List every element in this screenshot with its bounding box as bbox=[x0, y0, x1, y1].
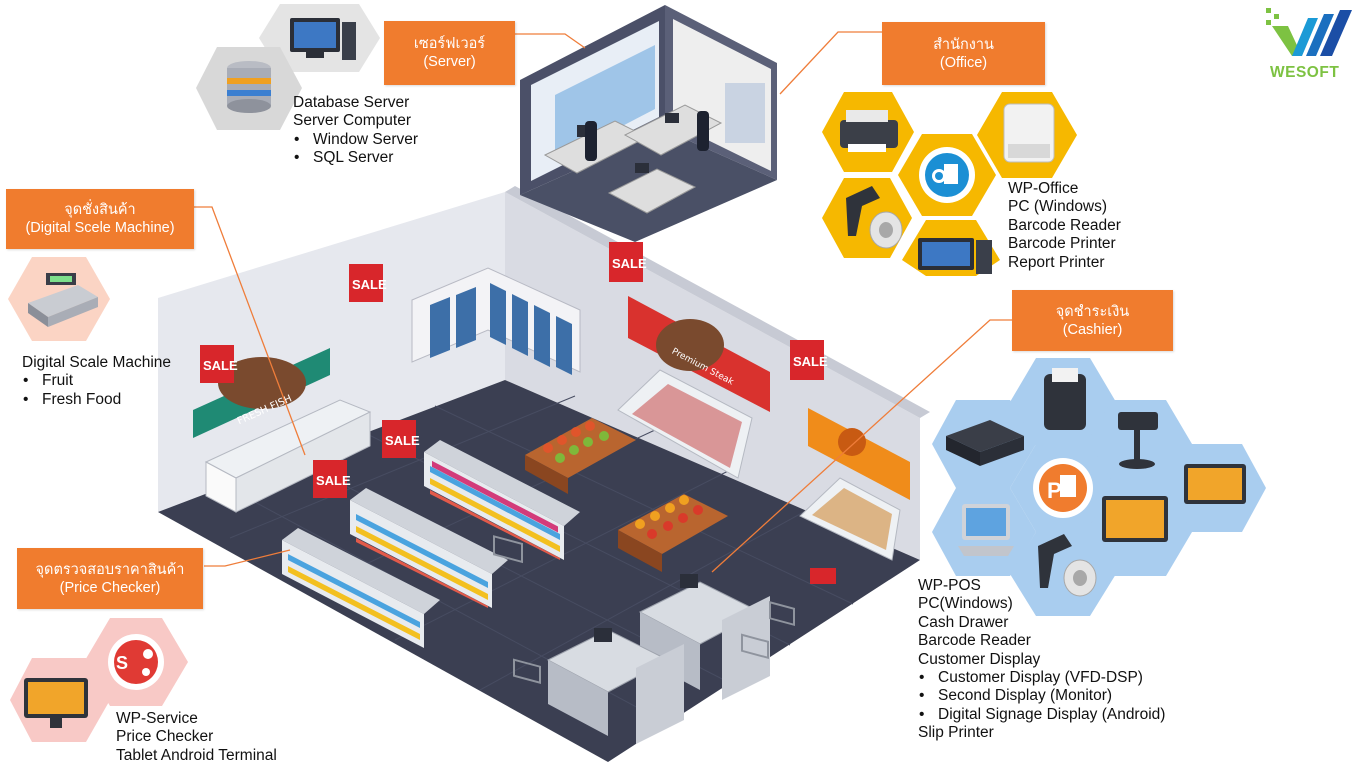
label-printer-icon bbox=[1003, 103, 1055, 163]
callout-office-thai: สำนักงาน bbox=[933, 36, 994, 53]
callout-cashier: จุดชำระเงิน (Cashier) bbox=[1012, 290, 1173, 351]
pos-line-customer-display: Customer Display bbox=[918, 650, 1041, 668]
svg-text:SALE: SALE bbox=[385, 433, 420, 448]
callout-scale: จุดชั่งสินค้า (Digital Scele Machine) bbox=[6, 189, 194, 249]
svg-text:SALE: SALE bbox=[612, 256, 647, 271]
svg-text:S: S bbox=[116, 653, 128, 673]
inkjet-printer-icon bbox=[840, 110, 898, 152]
tablet-terminal-icon bbox=[1184, 464, 1246, 504]
callout-office: สำนักงาน (Office) bbox=[882, 22, 1045, 85]
checker-line-wp-service: WP-Service bbox=[116, 710, 198, 727]
callout-server-eng: (Server) bbox=[423, 54, 476, 70]
desktop-pc-icon bbox=[290, 18, 356, 60]
callout-checker-eng: (Price Checker) bbox=[59, 579, 161, 596]
scale-line-machine: Digital Scale Machine bbox=[22, 354, 172, 371]
tablet-terminal-icon bbox=[24, 678, 88, 728]
server-line-database: Database Server bbox=[293, 94, 410, 111]
database-icon bbox=[227, 61, 271, 113]
checker-description: WP-Service Price Checker Tablet Android … bbox=[116, 710, 277, 765]
wesoft-logo-text: WESOFT bbox=[1270, 64, 1340, 81]
pos-line-slip-printer: Slip Printer bbox=[918, 724, 994, 742]
callout-price-checker: จุดตรวจสอบราคาสินค้า (Price Checker) bbox=[17, 548, 203, 609]
server-bullet-window: Window Server bbox=[293, 131, 418, 149]
slip-printer-icon bbox=[1044, 368, 1086, 430]
pos-bullet-second-display: Second Display (Monitor) bbox=[918, 687, 1165, 705]
callout-scale-eng: (Digital Scele Machine) bbox=[25, 220, 175, 236]
svg-text:SALE: SALE bbox=[203, 358, 238, 373]
office-room-illustration bbox=[520, 5, 777, 242]
office-line-barcode-printer: Barcode Printer bbox=[1008, 235, 1116, 253]
pos-line-pc: PC(Windows) bbox=[918, 595, 1013, 613]
wesoft-logo: WESOFT bbox=[1262, 4, 1358, 84]
cashier-hex-group: P bbox=[932, 358, 1266, 616]
office-line-wp-office: WP-Office bbox=[1008, 180, 1079, 197]
pos-terminal-icon bbox=[958, 504, 1014, 556]
callout-checker-thai: จุดตรวจสอบราคาสินค้า bbox=[35, 561, 185, 578]
svg-text:SALE: SALE bbox=[352, 277, 387, 292]
wesoft-logo-mark bbox=[1266, 8, 1352, 56]
tablet-terminal-icon bbox=[1102, 496, 1168, 542]
office-hex-group bbox=[822, 92, 1077, 276]
callout-server-thai: เซอร์ฟเวอร์ bbox=[413, 36, 486, 52]
svg-text:SALE: SALE bbox=[793, 354, 828, 369]
barcode-scanner-icon bbox=[846, 186, 903, 249]
pos-line-barcode-reader: Barcode Reader bbox=[918, 632, 1031, 650]
desktop-pc-icon bbox=[918, 238, 992, 274]
pos-bullet-signage: Digital Signage Display (Android) bbox=[918, 706, 1165, 724]
pos-line-wp-pos: WP-POS bbox=[918, 577, 981, 594]
grocery-shelves bbox=[282, 440, 580, 648]
office-app-icon bbox=[919, 147, 975, 203]
pos-description: WP-POS PC(Windows) Cash Drawer Barcode R… bbox=[918, 577, 1165, 743]
callout-cashier-eng: (Cashier) bbox=[1062, 321, 1123, 338]
office-line-barcode-reader: Barcode Reader bbox=[1008, 216, 1121, 234]
server-description: Database Server Server Computer Window S… bbox=[293, 94, 418, 168]
checker-hex-group: S bbox=[10, 618, 188, 742]
scale-hex bbox=[8, 257, 110, 341]
scale-description: Digital Scale Machine Fruit Fresh Food bbox=[22, 354, 171, 409]
service-app-icon: S bbox=[108, 634, 164, 690]
callout-server: เซอร์ฟเวอร์ (Server) bbox=[384, 21, 515, 85]
office-description: WP-Office PC (Windows) Barcode Reader Ba… bbox=[1008, 180, 1121, 272]
svg-text:SALE: SALE bbox=[316, 473, 351, 488]
server-line-computer: Server Computer bbox=[293, 112, 412, 130]
barcode-scanner-icon bbox=[1038, 534, 1097, 597]
svg-text:P: P bbox=[1047, 478, 1062, 503]
scale-bullet-fresh-food: Fresh Food bbox=[22, 391, 171, 409]
pos-line-cash-drawer: Cash Drawer bbox=[918, 613, 1009, 631]
pos-app-icon: P bbox=[1033, 458, 1093, 518]
server-hex-group bbox=[196, 4, 380, 130]
scale-bullet-fruit: Fruit bbox=[22, 372, 171, 390]
pos-bullet-vfd: Customer Display (VFD-DSP) bbox=[918, 669, 1165, 687]
checker-line-price-checker: Price Checker bbox=[116, 728, 214, 746]
customer-display-icon bbox=[1118, 412, 1158, 469]
office-line-pc: PC (Windows) bbox=[1008, 198, 1108, 216]
server-bullet-sql: SQL Server bbox=[293, 149, 418, 167]
callout-scale-thai: จุดชั่งสินค้า bbox=[64, 202, 136, 218]
digital-scale-icon bbox=[28, 273, 98, 327]
callout-office-eng: (Office) bbox=[939, 54, 988, 71]
office-line-report-printer: Report Printer bbox=[1008, 253, 1105, 271]
callout-cashier-thai: จุดชำระเงิน bbox=[1055, 303, 1130, 320]
checker-line-tablet: Tablet Android Terminal bbox=[116, 746, 277, 764]
cash-drawer-icon bbox=[946, 420, 1024, 466]
